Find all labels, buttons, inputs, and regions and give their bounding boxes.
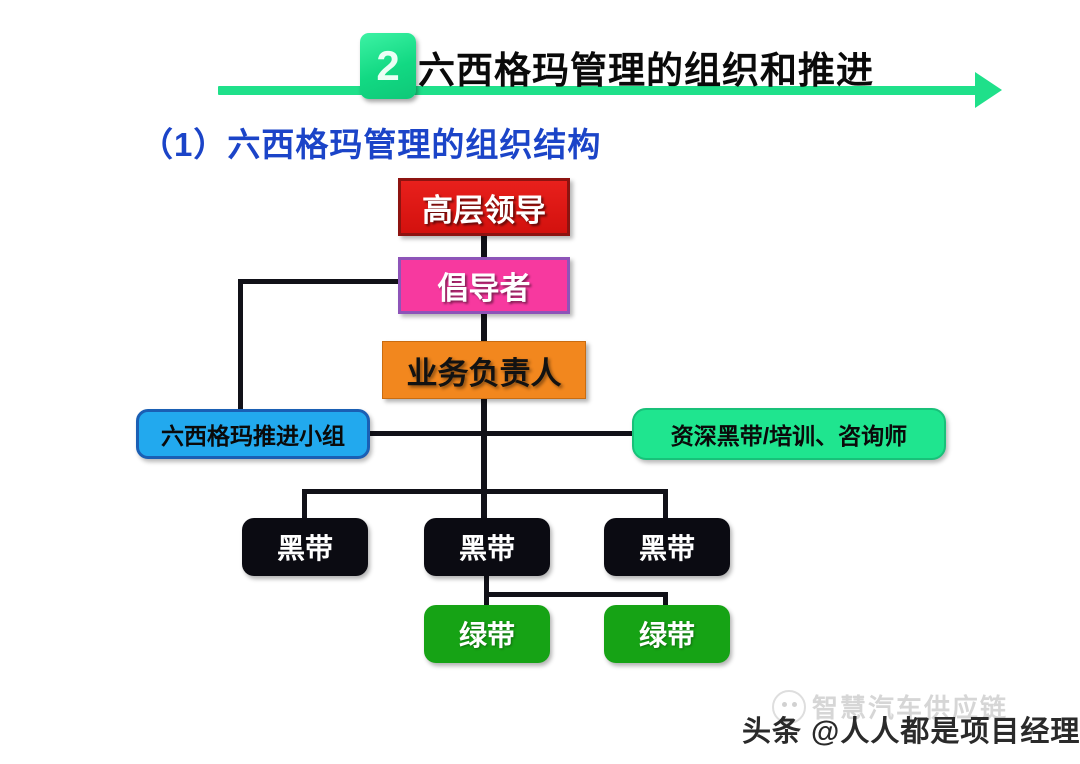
edge-bb2-drop (484, 576, 489, 596)
watermark-main-text: 头条 @人人都是项目经理 (742, 716, 1080, 748)
page-title: 六西格玛管理的组织和推进 (418, 50, 874, 91)
watermark-logo-icon (772, 690, 806, 724)
edge-team-mbb-bus (368, 431, 636, 436)
node-six-sigma-team[interactable]: 六西格玛推进小组 (136, 409, 370, 459)
node-green-belt-1[interactable]: 绿带 (424, 605, 550, 663)
edge-owner-spine (481, 399, 487, 521)
edge-bus-to-bb3 (663, 489, 668, 521)
edge-bus-to-gb1 (484, 592, 489, 610)
section-number-badge: 2 (360, 33, 416, 99)
edge-exec-champ (481, 236, 487, 258)
node-black-belt-1[interactable]: 黑带 (242, 518, 368, 576)
node-master-black-belt[interactable]: 资深黑带/培训、咨询师 (632, 408, 946, 460)
watermark-faint-text: 智慧汽车供应链 (812, 693, 1009, 723)
edge-bus-to-gb2 (663, 592, 668, 610)
node-business-owner[interactable]: 业务负责人 (382, 341, 586, 399)
node-executive-leadership[interactable]: 高层领导 (398, 178, 570, 236)
node-green-belt-2[interactable]: 绿带 (604, 605, 730, 663)
header-arrow-icon (975, 72, 1002, 108)
edge-champ-team-vertical (238, 279, 243, 411)
node-black-belt-3[interactable]: 黑带 (604, 518, 730, 576)
header-accent-line (218, 86, 990, 95)
section-subtitle: （1）六西格玛管理的组织结构 (140, 126, 602, 163)
edge-blackbelt-bus (302, 489, 668, 494)
node-champion[interactable]: 倡导者 (398, 257, 570, 314)
edge-bus-to-bb1 (302, 489, 307, 521)
edge-champ-team-horizontal (238, 279, 400, 284)
edge-greenbelt-bus (484, 592, 668, 597)
node-black-belt-2[interactable]: 黑带 (424, 518, 550, 576)
edge-champ-owner (481, 314, 487, 342)
